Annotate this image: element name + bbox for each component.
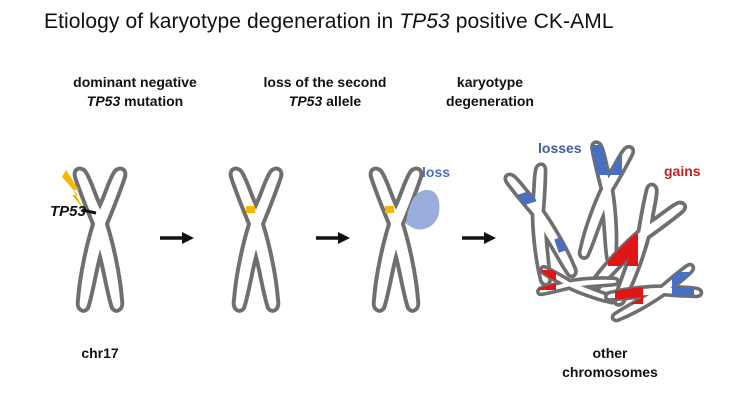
loss-label: loss — [422, 164, 450, 180]
figure-title: Etiology of karyotype degeneration in TP… — [44, 10, 614, 33]
step-label-degeneration: karyotype degeneration — [446, 74, 534, 109]
lost-arm — [406, 189, 440, 230]
chromosome-mutated — [228, 166, 284, 313]
step-label-mutation: dominant negative TP53 mutation — [73, 74, 197, 109]
arrow-icon — [160, 232, 194, 244]
lightning-bolt-icon — [62, 170, 85, 211]
mutation-band — [385, 206, 394, 213]
arrow-icon — [462, 232, 496, 244]
losses-label: losses — [538, 140, 582, 156]
gains-label: gains — [664, 163, 701, 179]
other-chromosomes-label: other chromosomes — [562, 345, 658, 380]
tp53-label: TP53 — [50, 203, 87, 220]
arrow-icon — [316, 232, 350, 244]
tp53-marker-line — [81, 208, 97, 215]
chromosome-chr17 — [72, 166, 128, 313]
mutation-band — [246, 206, 255, 213]
chr17-label: chr17 — [81, 345, 119, 361]
chromosome-allele-loss — [368, 166, 440, 313]
step-label-allele-loss: loss of the second TP53 allele — [263, 74, 387, 109]
